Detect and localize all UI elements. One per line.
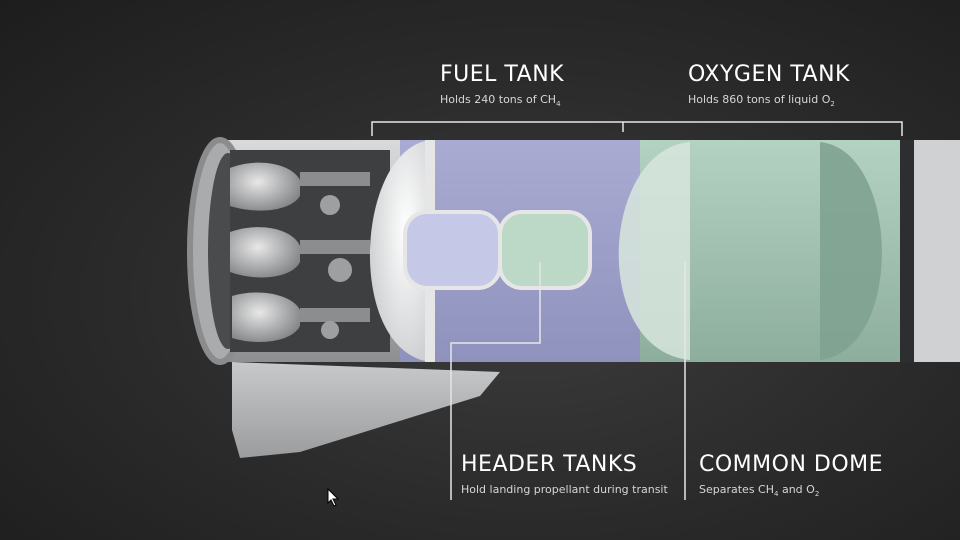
header-tanks-label: HEADER TANKS Hold landing propellant dur… — [461, 452, 668, 496]
header-tank-oxygen — [498, 210, 592, 290]
fuel-tank-label: FUEL TANK Holds 240 tons of CH4 — [440, 62, 564, 108]
forward-section — [905, 140, 960, 362]
oxygen-tank-label: OXYGEN TANK Holds 860 tons of liquid O2 — [688, 62, 850, 108]
common-dome-title: COMMON DOME — [699, 452, 884, 477]
aft-fin — [232, 362, 500, 458]
rocket-engine-icon — [230, 162, 370, 342]
fuel-tank-title: FUEL TANK — [440, 62, 565, 87]
common-dome-description: Separates CH4 and O2 — [699, 483, 820, 499]
header-tanks-description: Hold landing propellant during transit — [461, 483, 668, 496]
fuel-tank-description: Holds 240 tons of CH4 — [440, 93, 561, 109]
header-tank-fuel — [403, 210, 502, 290]
aft-dome — [369, 140, 430, 362]
leader-lines — [371, 121, 903, 500]
oxygen-tank-description: Holds 860 tons of liquid O2 — [688, 93, 835, 109]
forward-bulkhead — [900, 140, 914, 362]
oxygen-tank-title: OXYGEN TANK — [688, 62, 850, 87]
header-tanks-leader — [450, 262, 541, 500]
common-dome-label: COMMON DOME Separates CH4 and O2 — [699, 452, 883, 498]
header-tanks-title: HEADER TANKS — [461, 452, 638, 477]
mouse-cursor-icon — [327, 488, 340, 507]
forward-dome — [820, 142, 882, 360]
fuel-oxygen-bracket — [371, 121, 903, 136]
common-dome — [618, 142, 690, 360]
